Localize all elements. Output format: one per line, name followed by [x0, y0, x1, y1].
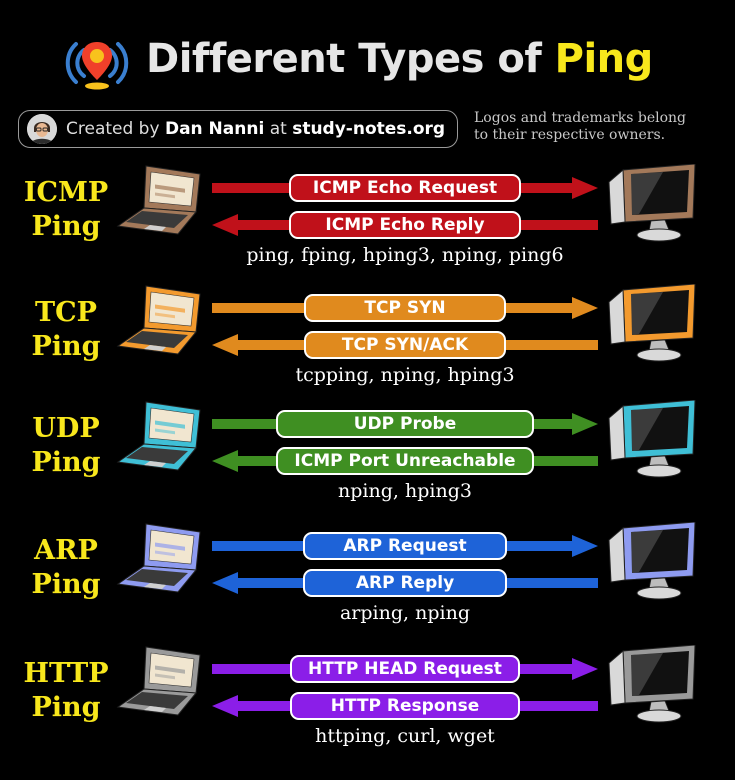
- http-ping-row: HTTP Ping HTTP HEAD Request HTTP Respons…: [0, 643, 735, 761]
- udp-ping-label: UDP Ping: [31, 413, 101, 478]
- monitor-icon: [603, 644, 699, 725]
- monitor-icon: [603, 521, 699, 602]
- disclaimer: Logos and trademarks belong to their res…: [474, 110, 687, 143]
- tcp-ping-label: TCP Ping: [31, 297, 101, 362]
- udp-ping-row: UDP Ping UDP Probe ICMP Port Unreachable…: [0, 398, 735, 516]
- icmp-ping-row: ICMP Ping ICMP Echo Request ICMP Echo Re…: [0, 162, 735, 280]
- arp-response-label: ARP Reply: [303, 569, 507, 597]
- monitor-icon: [603, 163, 699, 244]
- tcp-response-label: TCP SYN/ACK: [304, 331, 506, 359]
- udp-response-label: ICMP Port Unreachable: [276, 447, 534, 475]
- laptop-icon: [116, 282, 206, 358]
- udp-request-label: UDP Probe: [276, 410, 534, 438]
- monitor-icon: [603, 399, 699, 480]
- page-title: Different Types of Ping: [146, 36, 653, 82]
- laptop-icon: [116, 162, 206, 238]
- laptop-icon: [116, 398, 206, 474]
- arp-ping-row: ARP Ping ARP Request ARP Reply arping, n…: [0, 520, 735, 638]
- tcp-request-label: TCP SYN: [304, 294, 506, 322]
- arp-ping-label: ARP Ping: [31, 535, 101, 600]
- icmp-request-label: ICMP Echo Request: [289, 174, 521, 202]
- http-tools-list: httping, curl, wget: [315, 725, 495, 747]
- arp-request-label: ARP Request: [303, 532, 507, 560]
- tcp-ping-row: TCP Ping TCP SYN TCP SYN/ACK tcpping, np…: [0, 282, 735, 400]
- location-pin-icon: [65, 42, 129, 90]
- header: Different Types of Ping Created by Dan N…: [0, 0, 735, 160]
- laptop-icon: [116, 643, 206, 719]
- icmp-tools-list: ping, fping, hping3, nping, ping6: [246, 244, 564, 266]
- tcp-tools-list: tcpping, nping, hping3: [295, 364, 515, 386]
- laptop-icon: [116, 520, 206, 596]
- http-request-label: HTTP HEAD Request: [290, 655, 520, 683]
- credit-badge: Created by Dan Nanni at study-notes.org: [18, 110, 458, 148]
- udp-tools-list: nping, hping3: [338, 480, 472, 502]
- avatar: [27, 114, 57, 144]
- http-ping-label: HTTP Ping: [23, 658, 109, 723]
- arp-tools-list: arping, nping: [339, 602, 470, 624]
- icmp-response-label: ICMP Echo Reply: [289, 211, 521, 239]
- icmp-ping-label: ICMP Ping: [23, 177, 109, 242]
- http-response-label: HTTP Response: [290, 692, 520, 720]
- monitor-icon: [603, 283, 699, 364]
